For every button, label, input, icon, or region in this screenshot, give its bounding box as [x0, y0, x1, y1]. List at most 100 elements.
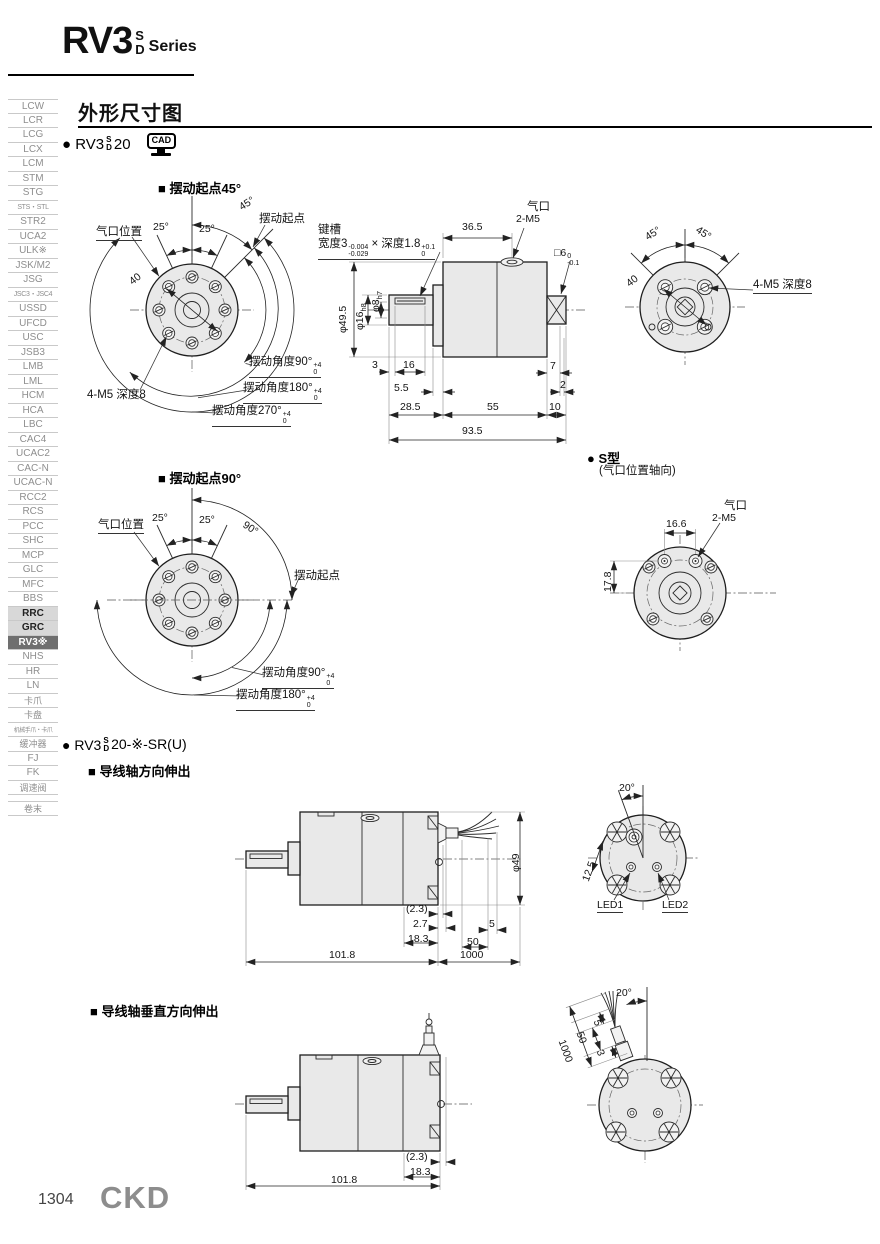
sidebar-item-41-卡爪[interactable]: 卡爪 — [8, 693, 58, 708]
sidebar-item-19-LML[interactable]: LML — [8, 374, 58, 389]
dim-label: 36.5 — [462, 221, 483, 233]
sidebar-item-7-STS・STL[interactable]: STS・STL — [8, 200, 58, 215]
sidebar-item-21-HCA[interactable]: HCA — [8, 403, 58, 418]
sidebar-item-14-USSD[interactable]: USSD — [8, 302, 58, 317]
sr-face-view-led — [588, 785, 698, 910]
dim-label: 16 — [403, 359, 415, 371]
dim-label: 7 — [550, 360, 556, 372]
sidebar-item-26-UCAC-N[interactable]: UCAC-N — [8, 476, 58, 491]
dim-label: 25° — [199, 223, 215, 235]
dim-label: 25° — [152, 512, 168, 524]
dim-label: 5.5 — [394, 382, 409, 394]
sidebar-item-5-STM[interactable]: STM — [8, 171, 58, 186]
dim-label: 28.5 — [400, 401, 421, 413]
dim-label: 17.8 — [602, 571, 614, 592]
sidebar-item-18-LMB[interactable]: LMB — [8, 360, 58, 375]
dim-label: 25° — [153, 221, 169, 233]
sidebar-item-3-LCX[interactable]: LCX — [8, 142, 58, 157]
air-port-position-label: 气口位置 — [98, 519, 144, 535]
heading-lead-axial: ■ 导线轴方向伸出 — [88, 764, 191, 779]
face-view-start90 — [93, 488, 300, 697]
sidebar-item-44-缓冲器[interactable]: 缓冲器 — [8, 737, 58, 752]
side-view — [349, 227, 586, 444]
sidebar-item-32-GLC[interactable]: GLC — [8, 563, 58, 578]
sidebar-item-35-RRC[interactable]: RRC — [8, 606, 58, 621]
dim-label: 50 — [467, 936, 479, 948]
sidebar-item-30-SHC[interactable]: SHC — [8, 534, 58, 549]
sidebar-item-end[interactable]: 卷末 — [8, 801, 58, 816]
sidebar-item-17-JSB3[interactable]: JSB3 — [8, 345, 58, 360]
sidebar-item-6-STG[interactable]: STG — [8, 186, 58, 201]
led1-label: LED1 — [597, 899, 624, 914]
sidebar-item-36-GRC[interactable]: GRC — [8, 621, 58, 636]
sidebar-item-47-调速阀[interactable]: 调速阀 — [8, 780, 58, 795]
sidebar-item-38-NHS[interactable]: NHS — [8, 650, 58, 665]
heading-s-type: ● S型 — [587, 451, 621, 466]
sidebar-item-46-FK[interactable]: FK — [8, 766, 58, 781]
heading-start90: ■ 摆动起点90° — [158, 471, 242, 486]
sidebar-item-31-MCP[interactable]: MCP — [8, 548, 58, 563]
sidebar-item-40-LN[interactable]: LN — [8, 679, 58, 694]
sidebar-item-4-LCM[interactable]: LCM — [8, 157, 58, 172]
sidebar-item-20-HCM[interactable]: HCM — [8, 389, 58, 404]
sidebar-item-27-RCC2[interactable]: RCC2 — [8, 490, 58, 505]
dim-label: 18.3 — [410, 1166, 431, 1178]
air-port-size-label: 2-M5 — [712, 512, 736, 524]
sidebar-item-16-USC[interactable]: USC — [8, 331, 58, 346]
page-number: 1304 — [38, 1191, 74, 1208]
sidebar-item-34-BBS[interactable]: BBS — [8, 592, 58, 607]
series-name: RV3 — [62, 20, 133, 62]
air-port-label: 气口 — [724, 500, 747, 512]
sidebar-item-23-CAC4[interactable]: CAC4 — [8, 432, 58, 447]
dim-label: 55 — [487, 401, 499, 413]
sidebar-item-1-LCR[interactable]: LCR — [8, 113, 58, 128]
sidebar-item-8-STR2[interactable]: STR2 — [8, 215, 58, 230]
sidebar-item-12-JSG[interactable]: JSG — [8, 273, 58, 288]
face-view-start45 — [89, 196, 295, 414]
sidebar-item-37-RV3※[interactable]: RV3※ — [8, 635, 58, 650]
sidebar-item-11-JSK/M2[interactable]: JSK/M2 — [8, 258, 58, 273]
dim-label: φ8h7 — [370, 291, 384, 312]
sidebar-item-22-LBC[interactable]: LBC — [8, 418, 58, 433]
sidebar-item-28-RCS[interactable]: RCS — [8, 505, 58, 520]
air-port-position-label: 气口位置 — [96, 226, 142, 242]
sidebar-item-45-FJ[interactable]: FJ — [8, 751, 58, 766]
cad-icon[interactable]: CAD — [146, 133, 177, 156]
face-view-45-45 — [625, 229, 754, 365]
sidebar-item-24-UCAC2[interactable]: UCAC2 — [8, 447, 58, 462]
sidebar-item-9-UCA2[interactable]: UCA2 — [8, 229, 58, 244]
dim-label: (2.3) — [406, 903, 428, 915]
air-port-size-label: 2-M5 — [516, 213, 540, 225]
s-type-face-view — [610, 522, 776, 651]
dim-label: 2 — [560, 379, 566, 391]
heading-lead-perp: ■ 导线轴垂直方向伸出 — [90, 1004, 219, 1019]
dim-label: 101.8 — [331, 1174, 358, 1186]
dim-label: 2.7 — [413, 918, 428, 930]
swing-origin-label: 摆动起点 — [259, 213, 305, 225]
sidebar-item-10-ULK※[interactable]: ULK※ — [8, 244, 58, 259]
sidebar-item-0-LCW[interactable]: LCW — [8, 99, 58, 114]
dim-label: φ16h8 — [354, 303, 368, 330]
sidebar-item-33-MFC[interactable]: MFC — [8, 577, 58, 592]
dim-label: 16.6 — [666, 518, 687, 530]
sidebar-item-13-JSC3・JSC4[interactable]: JSC3・JSC4 — [8, 287, 58, 302]
sidebar-item-15-UFCD[interactable]: UFCD — [8, 316, 58, 331]
sidebar-item-29-PCC[interactable]: PCC — [8, 519, 58, 534]
sidebar-item-25-CAC-N[interactable]: CAC-N — [8, 461, 58, 476]
sidebar-item-42-卡盘[interactable]: 卡盘 — [8, 708, 58, 723]
sidebar-item-39-HR[interactable]: HR — [8, 664, 58, 679]
led2-label: LED2 — [662, 899, 689, 914]
sidebar-item-43-机械手爪・卡爪[interactable]: 机械手爪・卡爪 — [8, 722, 58, 737]
dim-label: φ49.5 — [337, 305, 349, 333]
sidebar-item-2-LCG[interactable]: LCG — [8, 128, 58, 143]
s-type-subtitle: (气口位置轴向) — [599, 465, 676, 477]
